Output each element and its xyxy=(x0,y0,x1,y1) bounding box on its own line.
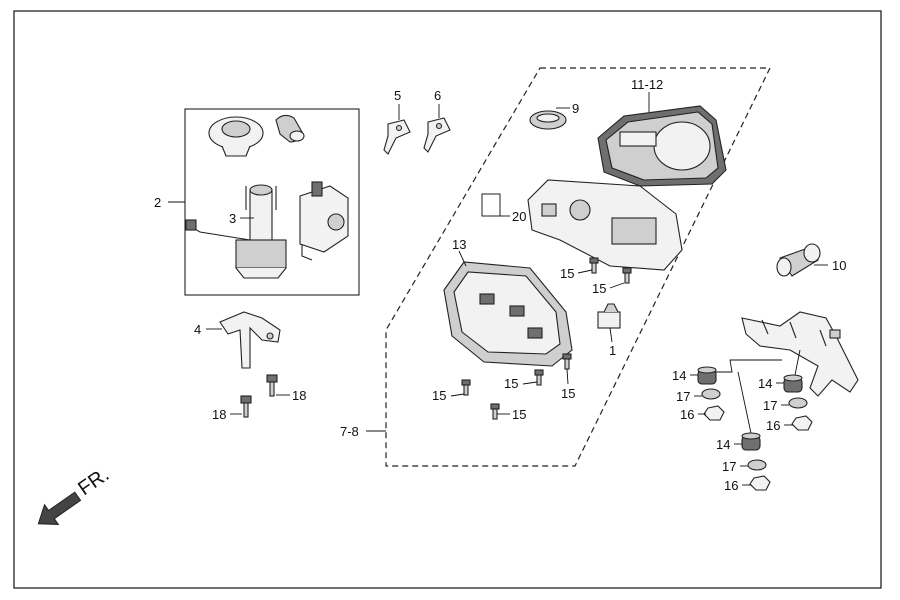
leader-15e xyxy=(450,393,465,397)
meter-base-part xyxy=(527,179,683,271)
callout-18-a: 18 xyxy=(292,388,306,403)
leader-15c xyxy=(566,368,569,385)
rubber-mount-14-b xyxy=(783,374,803,393)
callout-17-b: 17 xyxy=(763,398,777,413)
callout-17-c: 17 xyxy=(722,459,736,474)
callout-1: 1 xyxy=(609,343,616,358)
callout-20: 20 xyxy=(512,209,526,224)
ignition-switch-part xyxy=(185,184,287,279)
callout-13: 13 xyxy=(452,237,466,252)
callout-5: 5 xyxy=(394,88,401,103)
callout-15-b: 15 xyxy=(592,281,606,296)
cap-part-10 xyxy=(776,243,821,277)
leader-1 xyxy=(609,327,613,343)
washer-17-a xyxy=(701,388,721,400)
callout-14-b: 14 xyxy=(758,376,772,391)
bracket-part-4 xyxy=(219,311,281,369)
leader-stay-b xyxy=(737,371,753,439)
callout-10: 10 xyxy=(832,258,846,273)
callout-15-d: 15 xyxy=(504,376,518,391)
nut-16-c xyxy=(749,475,771,491)
front-direction-label: FR. xyxy=(74,464,113,501)
nut-16-b xyxy=(791,415,813,431)
callout-15-f: 15 xyxy=(512,407,526,422)
seat-lock-part xyxy=(299,181,349,261)
screw-15-d xyxy=(534,369,544,386)
leader-15a xyxy=(577,269,593,274)
key-part-6 xyxy=(423,117,451,153)
screw-15-c xyxy=(562,353,572,370)
callout-7-8: 7-8 xyxy=(340,424,359,439)
callout-17-a: 17 xyxy=(676,389,690,404)
callout-2: 2 xyxy=(154,195,161,210)
meter-cover-part xyxy=(597,105,727,187)
meter-assembly-outline xyxy=(385,67,771,467)
screw-15-e xyxy=(461,379,471,396)
callout-9: 9 xyxy=(572,101,579,116)
leader-15d xyxy=(522,381,538,385)
callout-4: 4 xyxy=(194,322,201,337)
callout-16-b: 16 xyxy=(766,418,780,433)
rubber-mount-14-a xyxy=(697,366,717,385)
leader-stay-a xyxy=(705,359,782,373)
washer-17-b xyxy=(788,397,808,409)
meter-housing-part xyxy=(443,261,573,367)
diagram-border xyxy=(13,10,882,589)
grommet-part-9 xyxy=(529,110,567,130)
nut-16-a xyxy=(703,405,725,421)
callout-16-c: 16 xyxy=(724,478,738,493)
screw-18-b xyxy=(240,395,252,418)
screw-15-f xyxy=(490,403,500,420)
callout-14-a: 14 xyxy=(672,368,686,383)
washer-17-c xyxy=(747,459,767,471)
callout-3: 3 xyxy=(229,211,236,226)
callout-15-c: 15 xyxy=(561,386,575,401)
key-part-5 xyxy=(383,119,411,155)
label-card-part-20 xyxy=(481,193,501,217)
rubber-mount-14-c xyxy=(741,432,761,451)
callout-16-a: 16 xyxy=(680,407,694,422)
callout-11-12: 11-12 xyxy=(631,77,663,92)
callout-6: 6 xyxy=(434,88,441,103)
callout-18-b: 18 xyxy=(212,407,226,422)
lock-cap-part xyxy=(208,116,264,157)
screw-15-a xyxy=(589,257,599,274)
leader-13 xyxy=(458,250,467,267)
callout-14-c: 14 xyxy=(716,437,730,452)
leader-15b xyxy=(609,282,625,289)
callout-15-e: 15 xyxy=(432,388,446,403)
screw-15-b xyxy=(622,267,632,284)
connector-part-1 xyxy=(597,303,621,329)
seal-plug-part xyxy=(275,114,305,143)
meter-stay-bracket-part xyxy=(741,311,859,397)
screw-18-a xyxy=(266,374,278,397)
arrow-down-left-icon xyxy=(37,491,82,525)
callout-15-a: 15 xyxy=(560,266,574,281)
